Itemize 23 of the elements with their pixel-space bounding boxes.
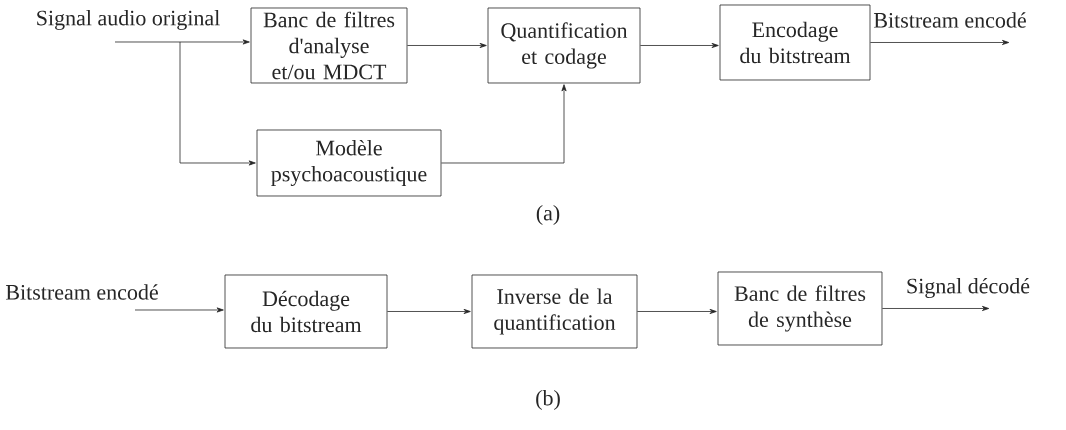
arrow [640, 42, 719, 48]
panel-label: (a) [536, 205, 560, 225]
arrow [179, 41, 256, 166]
arrow [870, 39, 1010, 45]
process-box: Banc de filtres de synthèse [717, 271, 883, 346]
process-box: Modèle psychoacoustique [256, 129, 442, 197]
arrow [882, 305, 990, 311]
edge-label: Bitstream encodé [4, 283, 160, 301]
process-box: Décodage du bitstream [224, 274, 388, 349]
edge-label: Signal audio original [34, 9, 222, 31]
edge-label: Bitstream encodé [872, 11, 1028, 29]
arrow [134, 307, 224, 313]
process-box: Encodage du bitstream [719, 4, 871, 81]
panel-label: (b) [536, 390, 560, 410]
arrow [407, 42, 487, 48]
edge-label: Signal décodé [905, 276, 1031, 299]
process-box: Quantification et codage [487, 7, 641, 84]
process-box: Inverse de la quantification [471, 274, 638, 349]
arrow [441, 84, 567, 164]
process-box: Banc de filtres d'analyse et/ou MDCT [250, 7, 408, 84]
arrow [114, 39, 250, 45]
arrow [637, 308, 717, 314]
arrow [387, 308, 471, 314]
